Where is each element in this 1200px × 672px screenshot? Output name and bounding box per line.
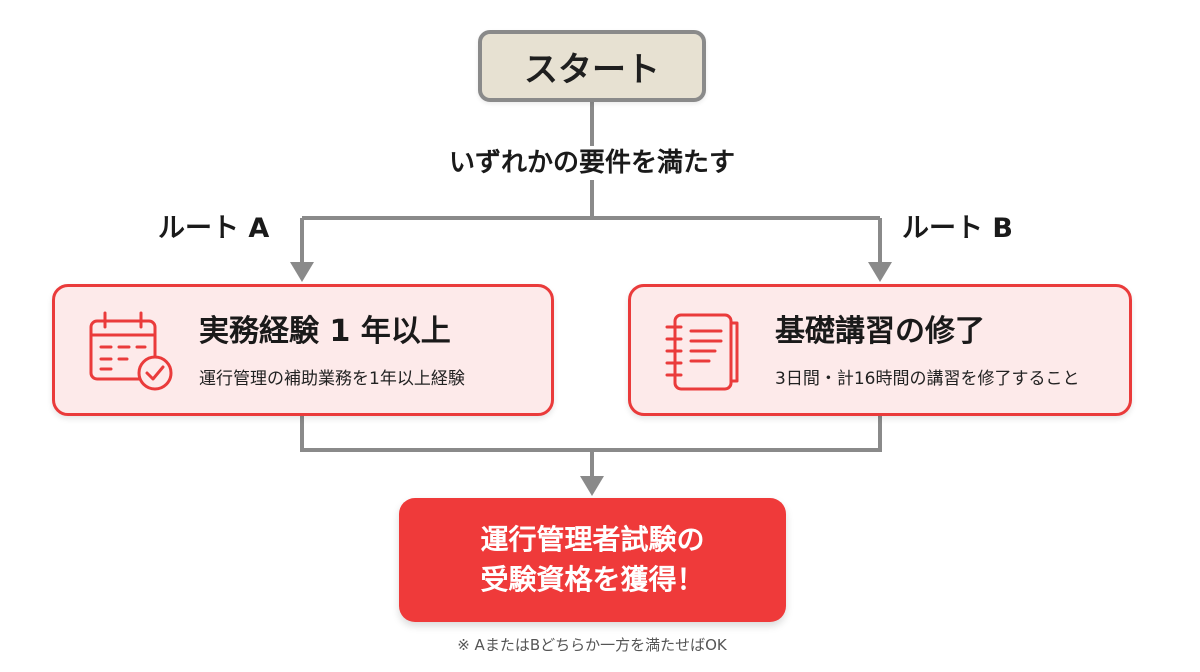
route-b-description: 3日間・計16時間の講習を修了すること [775, 369, 1080, 389]
route-a-description: 運行管理の補助業務を1年以上経験 [199, 369, 465, 389]
route-a-card: 実務経験 1 年以上 運行管理の補助業務を1年以上経験 [52, 284, 554, 416]
route-a-label: ルート A [158, 213, 270, 244]
route-a-arrowhead [290, 262, 314, 282]
condition-label: いずれかの要件を満たす [392, 146, 792, 180]
route-a-title: 実務経験 1 年以上 [199, 314, 451, 349]
goal-line-2: 受験資格を獲得！ [480, 563, 705, 596]
route-b-title: 基礎講習の修了 [775, 314, 985, 349]
route-b-label: ルート B [902, 213, 1013, 244]
route-b-card: 基礎講習の修了 3日間・計16時間の講習を修了すること [628, 284, 1132, 416]
calendar-check-icon [83, 309, 179, 401]
start-label: スタート [524, 49, 660, 90]
start-node: スタート [478, 30, 706, 102]
footnote: ※ AまたはBどちらか一方を満たせばOK [457, 636, 727, 654]
notebook-icon [659, 309, 755, 401]
route-b-arrowhead [868, 262, 892, 282]
goal-node: 運行管理者試験の 受験資格を獲得！ [399, 498, 786, 622]
goal-arrowhead [580, 476, 604, 496]
merge-connector-line [300, 416, 882, 452]
goal-line-1: 運行管理者試験の [480, 523, 705, 556]
